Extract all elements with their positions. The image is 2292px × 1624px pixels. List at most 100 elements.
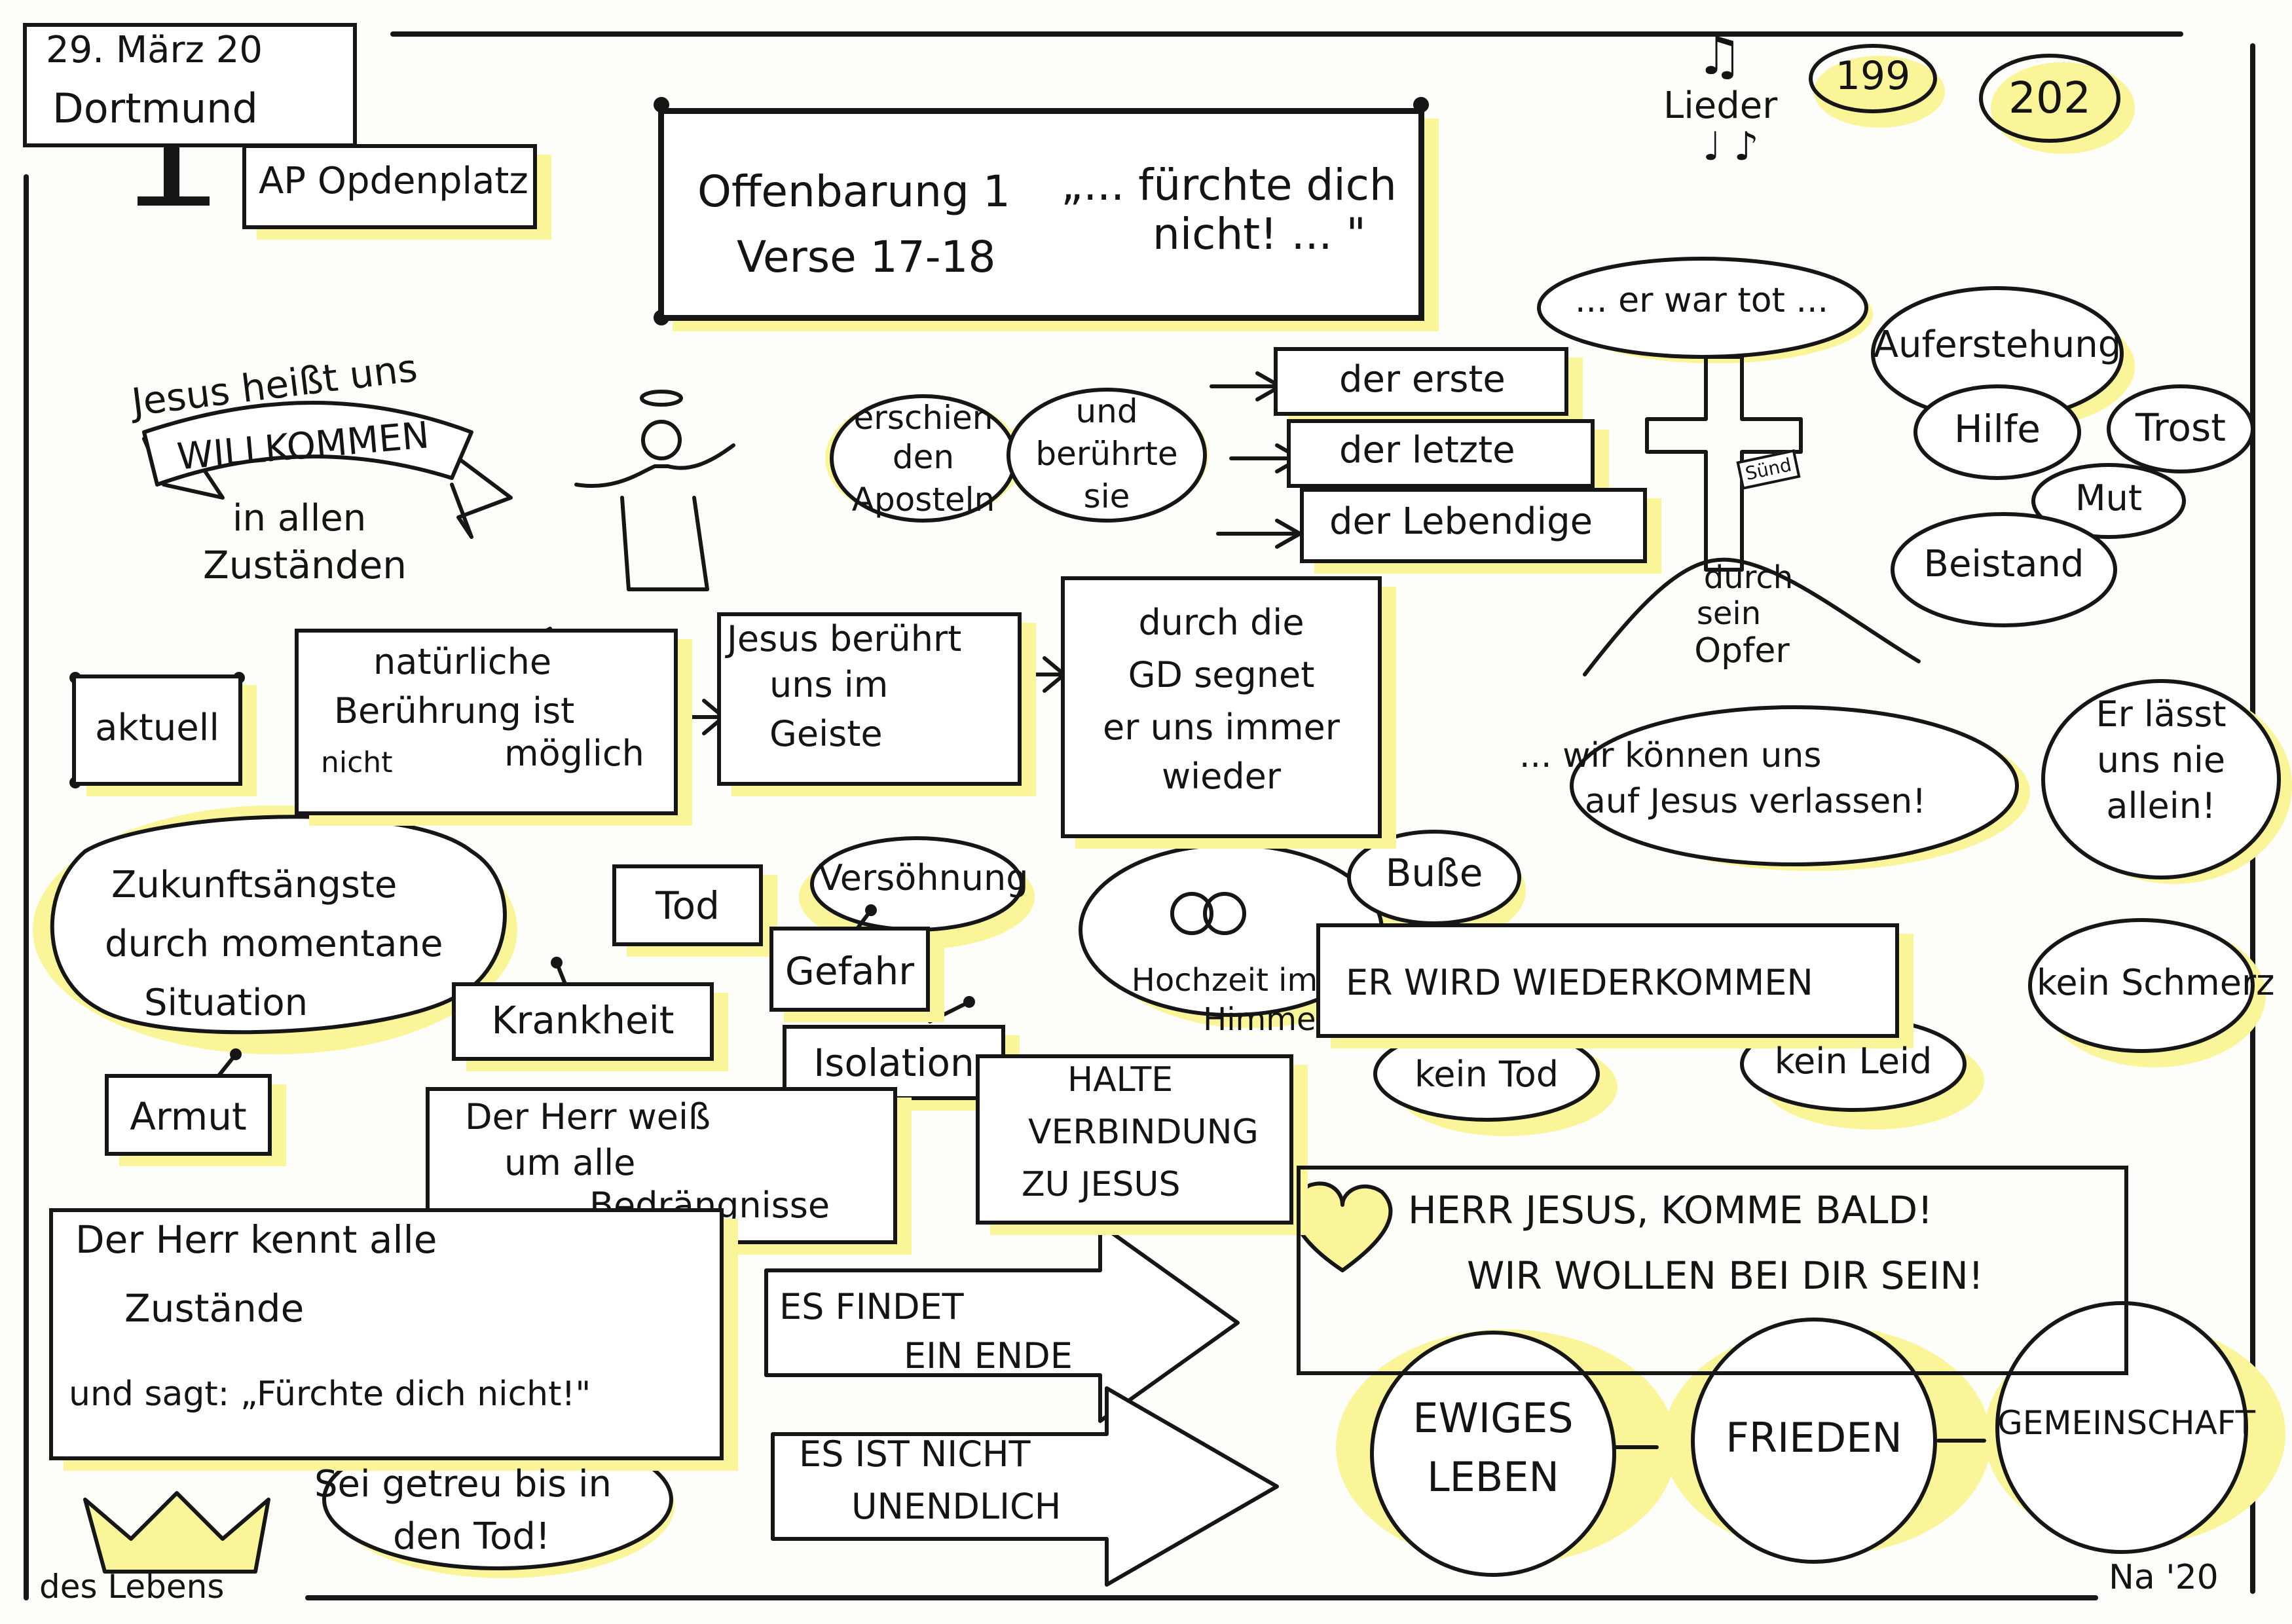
cloud-comfort <box>2107 384 2255 473</box>
ends-text-2: EIN ENDE <box>904 1335 1073 1376</box>
city-text: Dortmund <box>52 84 258 132</box>
wedding-text-2: Himmel <box>1203 1001 1325 1038</box>
peace-text: FRIEDEN <box>1726 1414 1902 1462</box>
comfort-text: Trost <box>2135 405 2226 450</box>
not-infinite-text-1: ES IST NICHT <box>799 1433 1031 1475</box>
circle-eternal-life <box>1370 1331 1616 1577</box>
no-touch-text-4: möglich <box>504 733 644 774</box>
spirit-text-3: Geiste <box>769 713 883 754</box>
blessing-text-1: durch die <box>1138 602 1304 643</box>
theme-quote-line1: „... fürchte dich <box>1061 160 1397 210</box>
crown-icon <box>83 1491 270 1574</box>
sacrifice-text-2: sein <box>1696 595 1762 632</box>
death-box <box>612 864 763 946</box>
cloud-help <box>1913 384 2081 480</box>
connection-text-2: VERBINDUNG <box>1028 1113 1259 1152</box>
title-first-box <box>1274 347 1568 416</box>
support-text: Beistand <box>1923 543 2084 585</box>
cloud-touched-text-1: und <box>1075 392 1138 430</box>
illness-box <box>452 982 714 1061</box>
coming-again-text: ER WIRD WIEDERKOMMEN <box>1346 962 1813 1003</box>
bubble-no-pain <box>2028 918 2255 1053</box>
illness-text: Krankheit <box>491 998 675 1043</box>
current-box <box>72 674 242 786</box>
danger-text: Gefahr <box>785 949 915 993</box>
blessing-box <box>1061 576 1382 838</box>
wedding-text-1: Hochzeit im <box>1131 962 1318 999</box>
blessing-text-2: GD segnet <box>1128 654 1315 695</box>
jesus-figure-icon <box>574 390 735 591</box>
blessing-text-4: wieder <box>1161 756 1282 797</box>
no-sorrow-text: kein Leid <box>1774 1041 1932 1082</box>
signpost-icon <box>138 145 210 206</box>
afflictions-text-2: um alle <box>504 1142 636 1183</box>
banner-tail-right <box>450 456 513 539</box>
current-label: aktuell <box>95 707 219 749</box>
no-touch-text-3: nicht <box>321 746 393 779</box>
scripture-verses: Verse 17-18 <box>737 232 996 282</box>
prayer-text-2: WIR WOLLEN BEI DIR SEIN! <box>1467 1253 1984 1298</box>
sacrifice-text-3: Opfer <box>1694 631 1790 671</box>
fears-text-3: Situation <box>144 982 308 1024</box>
conditions-text-2: Zustände <box>124 1286 305 1331</box>
cloud-courage <box>2031 463 2186 539</box>
reconciliation-text: Versöhnung <box>819 857 1029 898</box>
preacher-name: AP Opdenplatz <box>259 160 528 202</box>
title-first: der erste <box>1339 358 1506 401</box>
cloud-never-alone <box>2041 679 2281 879</box>
song-cloud-1 <box>1809 44 1937 113</box>
circle-fellowship <box>1995 1301 2248 1554</box>
was-dead-text: ... er war tot ... <box>1575 281 1829 320</box>
music-note-icon: ♩ ♪ <box>1703 124 1759 170</box>
arrow-icon <box>1210 371 1282 401</box>
arrow-icon <box>1020 656 1066 693</box>
cloud-touched <box>1007 388 1207 523</box>
song-cloud-2 <box>1979 54 2120 143</box>
poverty-box <box>105 1074 272 1156</box>
cloud-touched-text-3: sie <box>1083 477 1130 515</box>
conditions-text-1: Der Herr kennt alle <box>75 1217 437 1262</box>
song-number-1: 199 <box>1835 53 1911 99</box>
signature: Na '20 <box>2109 1558 2219 1597</box>
help-text: Hilfe <box>1954 407 2041 451</box>
title-living: der Lebendige <box>1329 500 1593 543</box>
title-last-box <box>1287 419 1595 488</box>
resurrection-text: Auferstehung <box>1873 323 2122 366</box>
no-touch-text-2: Berührung ist <box>334 690 575 731</box>
spirit-box <box>717 612 1022 786</box>
song-number-2: 202 <box>2008 73 2091 123</box>
prayer-box <box>1297 1166 2128 1375</box>
eternal-text-1: EWIGES <box>1413 1394 1574 1442</box>
theme-quote-line2: nicht! ... " <box>1153 209 1366 259</box>
cross-icon <box>1583 355 1921 676</box>
afflictions-text-1: Der Herr weiß <box>465 1096 711 1137</box>
faithful-text-2: den Tod! <box>393 1515 551 1558</box>
title-last: der letzte <box>1339 429 1515 471</box>
arrow-ends <box>764 1223 1240 1423</box>
arrow-icon <box>1216 519 1302 549</box>
prayer-text-1: HERR JESUS, KOMME BALD! <box>1408 1188 1933 1232</box>
courage-text: Mut <box>2075 477 2142 519</box>
never-alone-text-3: allein! <box>2106 785 2216 826</box>
welcome-line2: in allen <box>232 497 367 540</box>
rely-text-2: auf Jesus verlassen! <box>1585 782 1927 821</box>
rings-icon <box>1170 892 1246 935</box>
scripture-book: Offenbarung 1 <box>697 166 1010 217</box>
fellowship-text: GEMEINSCHAFT <box>1997 1404 2256 1442</box>
cloud-rely <box>1570 705 2019 866</box>
no-pain-text: kein Schmerz <box>2037 962 2275 1003</box>
cloud-appeared-text-2: den <box>892 438 955 476</box>
fears-text-2: durch momentane <box>105 923 443 965</box>
arrow-not-infinite <box>771 1386 1279 1587</box>
never-alone-text-2: uns nie <box>2096 739 2226 781</box>
danger-box <box>769 927 930 1012</box>
eternal-text-2: LEBEN <box>1427 1453 1559 1501</box>
faithful-text-1: Sei getreu bis in <box>314 1463 612 1505</box>
conditions-box <box>49 1208 724 1460</box>
cloud-was-dead <box>1537 257 1868 359</box>
repentance-text: Buße <box>1385 851 1483 895</box>
never-alone-text-1: Er lässt <box>2096 693 2227 735</box>
isolation-text: Isolation <box>813 1041 974 1085</box>
poverty-text: Armut <box>130 1094 247 1139</box>
